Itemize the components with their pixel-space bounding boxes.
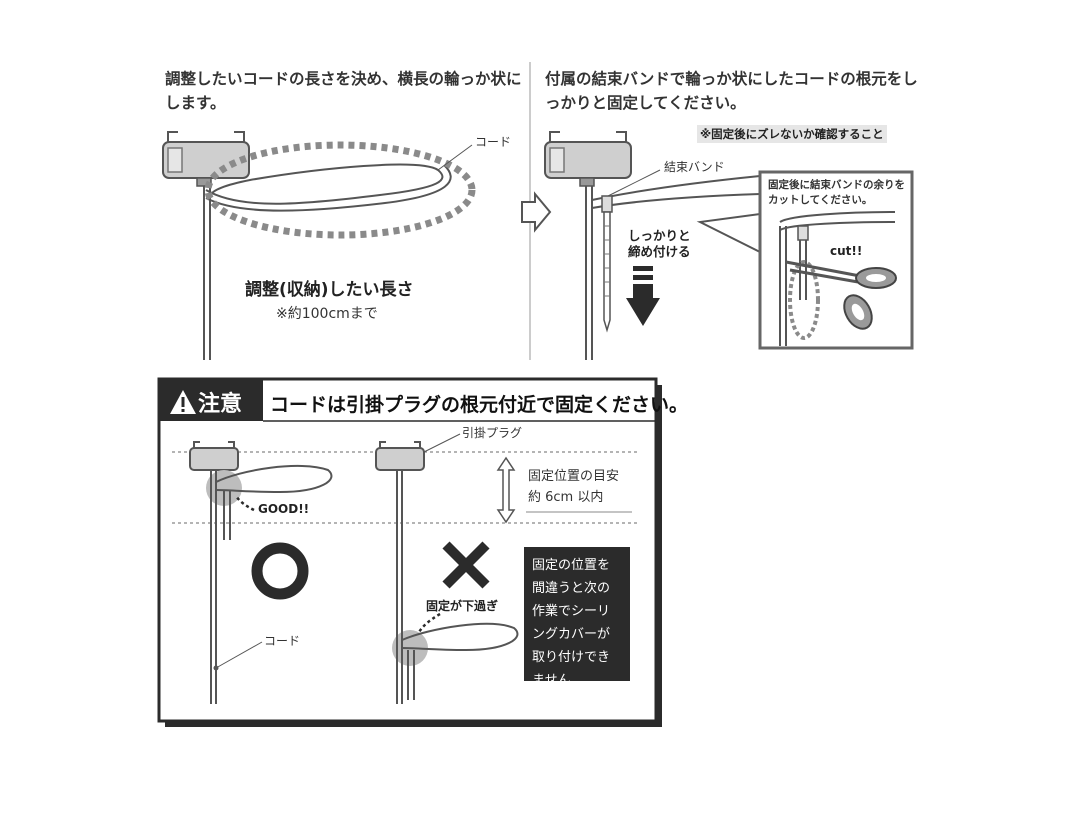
cord-leader bbox=[215, 641, 263, 669]
warning-note: 固定の位置を間違うと次の作業でシーリングカバーが取り付けできません bbox=[524, 547, 630, 688]
good-cord bbox=[210, 464, 333, 704]
step1-dashed-loop bbox=[204, 141, 476, 239]
scissors-icon bbox=[785, 260, 897, 330]
step2-plug bbox=[544, 131, 632, 187]
cut-off-dashed bbox=[788, 260, 820, 340]
step1-cord-label: コード bbox=[475, 135, 512, 149]
step1-plug bbox=[162, 131, 250, 187]
good-circle-icon bbox=[251, 542, 309, 600]
bad-pointer bbox=[416, 612, 441, 635]
cut-label: cut!! bbox=[830, 244, 863, 258]
bad-label: 固定が下過ぎ bbox=[426, 599, 499, 613]
good-plug bbox=[189, 441, 239, 471]
step1-cord bbox=[203, 163, 452, 360]
bad-cross-icon bbox=[442, 541, 490, 589]
good-pointer bbox=[234, 495, 255, 512]
inset-pointer bbox=[696, 212, 761, 254]
bad-cord bbox=[396, 470, 519, 704]
tighten-arrow-icon bbox=[626, 266, 660, 326]
warning-triangle-icon bbox=[170, 390, 196, 414]
bad-plug bbox=[375, 441, 425, 471]
tighten-label: しっかりと 締め付ける bbox=[628, 228, 691, 259]
inset-cord bbox=[779, 211, 896, 346]
plug-label: 引掛プラグ bbox=[462, 426, 523, 440]
length-note: ※約100cmまで bbox=[276, 306, 378, 322]
step1-cord-leader bbox=[437, 144, 473, 171]
cord-label: コード bbox=[264, 634, 301, 648]
band-leader bbox=[607, 169, 661, 197]
caution-title: 注意 bbox=[198, 392, 243, 417]
step2-zip-tie bbox=[601, 195, 613, 333]
range-arrow-icon bbox=[496, 456, 516, 524]
length-label: 調整(収納)したい長さ bbox=[245, 280, 414, 300]
inset-text: 固定後に結束バンドの余りをカットしてください。 bbox=[768, 179, 906, 206]
cord-leader-dot bbox=[213, 665, 219, 671]
plug-leader bbox=[423, 433, 461, 453]
step2-instruction: 付属の結束バンドで輪っか状にしたコードの根元をしっかりと固定してください。 bbox=[545, 70, 918, 112]
step1-instruction: 調整したいコードの長さを決め、横長の輪っか状にします。 bbox=[165, 70, 522, 112]
next-arrow-icon bbox=[521, 191, 552, 233]
caution-message: コードは引掛プラグの根元付近で固定ください。 bbox=[270, 394, 689, 416]
good-label: GOOD!! bbox=[258, 502, 310, 516]
check-note: ※固定後にズレないか確認すること bbox=[697, 125, 887, 143]
band-label: 結束バンド bbox=[664, 160, 725, 174]
range-label: 固定位置の目安 約 6cm 以内 bbox=[528, 469, 620, 505]
